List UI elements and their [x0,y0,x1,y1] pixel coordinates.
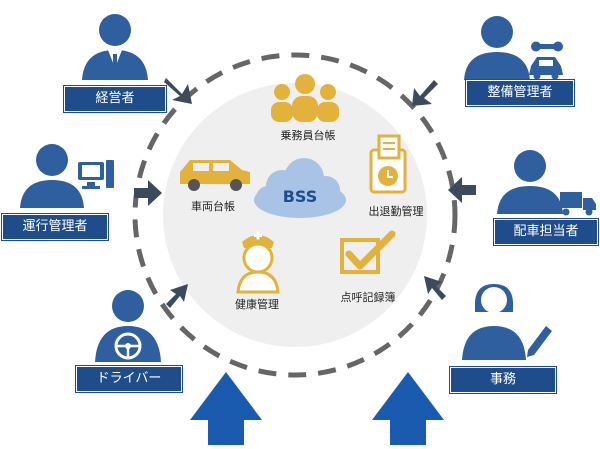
computer-icon [78,160,114,189]
dashed-ring [132,52,458,378]
bss-label: BSS [282,187,318,206]
vehicle-ledger-label: 車両台帳 [191,200,235,213]
arrow-from-management [164,78,192,104]
arrow-from-office [424,276,446,300]
big-arrow-right [372,372,444,445]
checkbox-icon [340,230,396,274]
crew-group-icon [271,74,339,122]
arrow-from-driver [166,284,188,308]
truck-icon [560,192,596,216]
wrench-icon [531,41,563,52]
arrow-from-operations [134,180,162,206]
role-label-dispatcher: 配車担当者 [494,219,598,245]
role-label-operations-manager: 運行管理者 [2,214,108,240]
operations-person-icon [20,144,84,208]
role-label-management: 経営者 [64,86,166,112]
rollcall-log-label: 点呼記録簿 [340,291,396,304]
pen-icon [527,326,552,357]
dispatcher-person-icon [497,150,563,214]
car-icon [180,160,250,191]
maintenance-person-icon [464,16,530,80]
role-label-maintenance-manager: 整備管理者 [466,80,574,106]
nurse-icon [236,231,280,294]
small-car-icon [529,57,563,80]
cloud-icon [254,158,346,218]
executive-person-icon [82,14,148,80]
office-person-icon [462,284,526,360]
timecard-clock-icon [369,134,407,194]
crew-ledger-label: 乗務員台帳 [280,129,336,142]
arrow-from-maintenance [412,80,438,106]
health-label: 健康管理 [235,298,279,311]
attendance-label: 出退勤管理 [368,205,424,218]
arrow-from-dispatcher [448,177,476,203]
big-arrow-left [190,372,262,445]
steering-wheel-icon [114,332,142,360]
role-label-driver: ドライバー [76,366,182,392]
role-label-office: 事務 [450,367,556,393]
